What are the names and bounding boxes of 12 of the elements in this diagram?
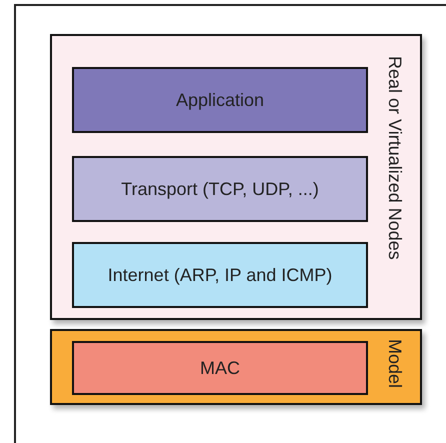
layer-label: Application	[176, 90, 264, 110]
layer-box	[72, 341, 368, 395]
layer-box	[72, 242, 368, 308]
layer-heading: Real or Virtualized Nodes	[384, 56, 405, 260]
layer-panel	[50, 329, 422, 405]
layer-label: MAC	[200, 358, 240, 378]
layer-heading: Model	[384, 339, 405, 388]
layer-panel	[50, 34, 422, 320]
layer-label: Internet (ARP, IP and ICMP)	[108, 264, 332, 286]
layer-label: Transport (TCP, UDP, ...)	[121, 178, 319, 200]
layer-box	[72, 67, 368, 133]
layer-box	[72, 156, 368, 222]
